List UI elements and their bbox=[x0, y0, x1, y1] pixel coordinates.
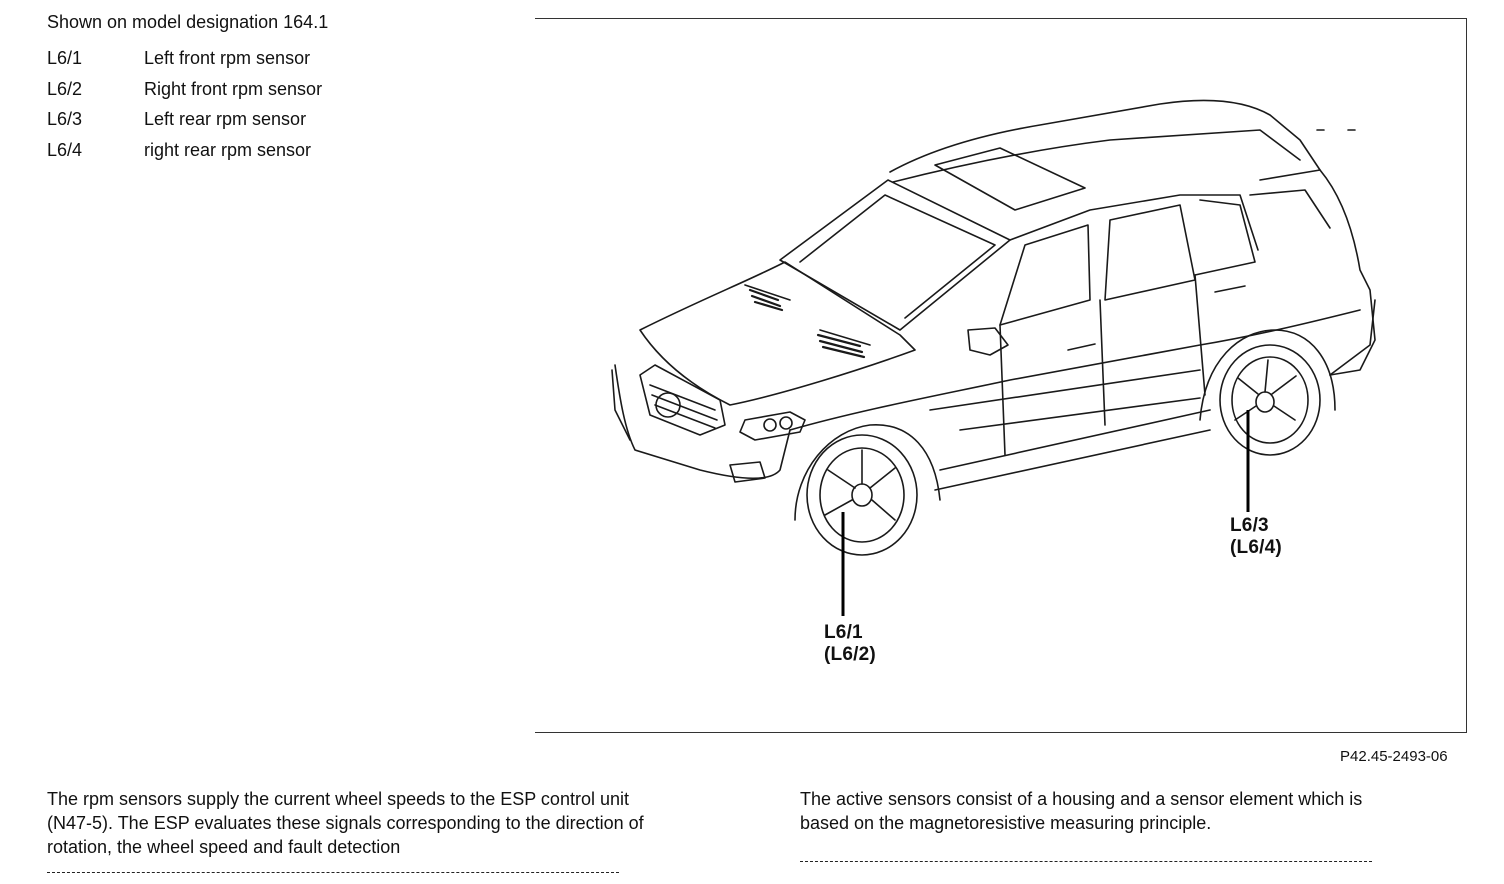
front-wheel bbox=[806, 434, 918, 556]
legend-code: L6/4 bbox=[47, 139, 83, 160]
callout-rear-line1: L6/3 bbox=[1230, 515, 1269, 536]
legend-item: L6/3 Left rear rpm sensor bbox=[47, 109, 322, 140]
callout-front-line2: (L6/2) bbox=[824, 644, 876, 665]
legend-code: L6/2 bbox=[47, 78, 83, 99]
sunroof bbox=[934, 147, 1086, 211]
front-bumper bbox=[614, 364, 791, 480]
legend-label: Left front rpm sensor bbox=[144, 48, 311, 68]
legend-item: L6/1 Left front rpm sensor bbox=[47, 48, 322, 79]
callout-front-sensor: L6/1 (L6/2) bbox=[824, 622, 876, 666]
headlight bbox=[739, 411, 806, 441]
rear-wheel bbox=[1219, 344, 1321, 456]
figure-id: P42.45-2493-06 bbox=[1340, 748, 1448, 765]
legend-code: L6/3 bbox=[47, 109, 83, 129]
grille bbox=[639, 364, 726, 436]
divider-right bbox=[800, 861, 1372, 862]
legend-item: L6/4 right rear rpm sensor bbox=[47, 140, 322, 171]
roof-outline bbox=[889, 99, 1321, 173]
windshield bbox=[779, 179, 1011, 331]
legend-item: L6/2 Right front rpm sensor bbox=[47, 79, 322, 110]
body-paragraph-left: The rpm sensors supply the current wheel… bbox=[47, 789, 644, 857]
front-side-window bbox=[999, 224, 1091, 326]
side-mirror bbox=[967, 327, 1009, 356]
front-wheel-arch bbox=[794, 424, 941, 521]
legend-label: Right front rpm sensor bbox=[144, 78, 323, 99]
body-side bbox=[789, 309, 1361, 431]
brand-star bbox=[655, 392, 681, 418]
callout-front-line1: L6/1 bbox=[824, 622, 863, 643]
legend-label: Left rear rpm sensor bbox=[144, 109, 307, 129]
rear-side-window bbox=[1104, 204, 1196, 301]
rear-wheel-arch bbox=[1199, 329, 1336, 421]
figure-frame bbox=[535, 18, 1467, 733]
legend-code: L6/1 bbox=[47, 48, 83, 68]
hood bbox=[639, 261, 916, 406]
legend-list: L6/1 Left front rpm sensor L6/2 Right fr… bbox=[47, 48, 322, 170]
body-paragraph-right: The active sensors consist of a housing … bbox=[800, 789, 1363, 833]
callout-rear-line2: (L6/4) bbox=[1230, 537, 1282, 558]
page-title: Shown on model designation 164.1 bbox=[47, 12, 329, 32]
callout-rear-sensor: L6/3 (L6/4) bbox=[1230, 515, 1282, 559]
legend-label: right rear rpm sensor bbox=[144, 139, 312, 160]
divider-left bbox=[47, 872, 619, 873]
